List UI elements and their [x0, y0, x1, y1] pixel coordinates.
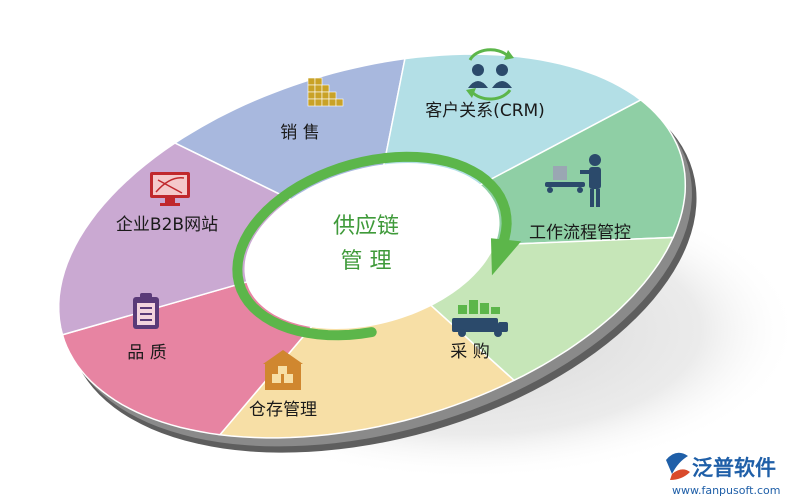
- brand-name: 泛普软件: [692, 456, 776, 480]
- segment-label-warehouse: 仓存管理: [249, 400, 317, 420]
- segment-label-quality: 品 质: [127, 343, 166, 363]
- worker-conveyor-icon: [545, 154, 601, 207]
- delivery-truck-icon: [452, 300, 508, 337]
- center-hole: [245, 163, 499, 329]
- people-exchange-icon: [466, 48, 514, 101]
- segment-label-crm: 客户关系(CRM): [425, 101, 545, 121]
- center-title-line2: 管 理: [341, 249, 392, 274]
- monitor-globe-icon: [150, 172, 190, 206]
- clipboard-checklist-icon: [133, 293, 159, 329]
- warehouse-icon: [263, 350, 303, 390]
- segment-label-sales: 销 售: [280, 123, 319, 143]
- cycle-arrow: [232, 151, 522, 341]
- boxes-stack-icon: [307, 77, 344, 107]
- center-title-line1: 供应链: [333, 214, 399, 239]
- segment-label-b2b: 企业B2B网站: [116, 215, 218, 235]
- segment-b2b: [57, 142, 293, 336]
- fanpu-logo-icon: [666, 452, 690, 480]
- segment-label-purchase: 采 购: [450, 342, 489, 362]
- brand-url: www.fanpusoft.com: [672, 484, 780, 497]
- segment-label-workflow: 工作流程管控: [529, 223, 631, 243]
- brand-logo: 泛普软件 www.fanpusoft.com: [666, 452, 780, 497]
